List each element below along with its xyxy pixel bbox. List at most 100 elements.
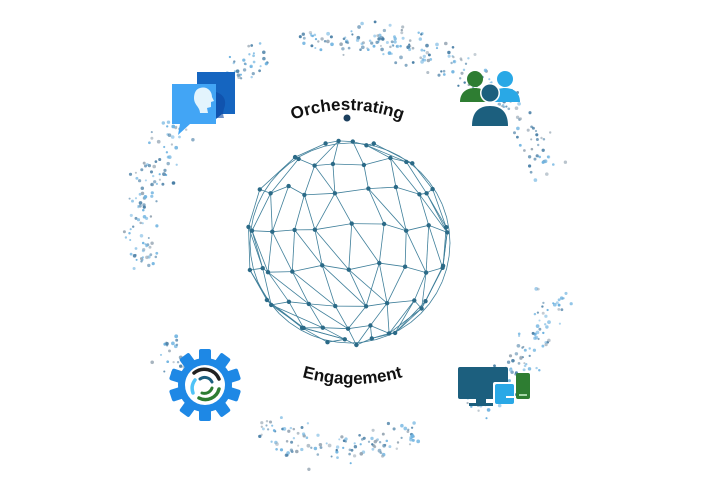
sphere-edge	[427, 193, 447, 227]
ring-dot	[547, 339, 551, 343]
ring-dot	[262, 57, 266, 61]
ring-dot	[371, 443, 373, 445]
ring-dot	[403, 427, 407, 431]
ring-dot	[374, 20, 377, 23]
ring-dot	[348, 47, 351, 50]
ring-dot	[370, 437, 373, 440]
ring-dot	[258, 69, 261, 72]
ring-dot	[535, 367, 537, 369]
ring-dot	[507, 107, 510, 110]
ring-dot	[528, 111, 531, 114]
ring-dot	[163, 169, 166, 172]
sphere-edge	[292, 272, 309, 304]
ring-dot	[375, 41, 378, 44]
ring-dot	[310, 447, 312, 449]
ring-dot	[380, 451, 383, 454]
sphere-node	[444, 225, 448, 229]
sphere-edge	[252, 231, 268, 273]
sphere-edge	[292, 265, 322, 271]
ring-dot	[155, 160, 158, 163]
sphere-edge	[379, 224, 384, 263]
ring-dot	[511, 359, 514, 362]
ring-dot	[253, 52, 255, 54]
ring-dot	[171, 125, 175, 129]
sphere-edge	[419, 194, 428, 225]
ring-dot	[450, 62, 452, 64]
sphere-edge	[271, 172, 280, 182]
ring-dot	[280, 416, 283, 419]
sphere-edge	[302, 328, 327, 342]
sphere-edge	[396, 187, 406, 231]
sphere-edge	[295, 195, 305, 230]
ring-dot	[129, 173, 132, 176]
ring-dot	[148, 237, 150, 239]
sphere-edge	[304, 193, 335, 195]
sphere-edge	[315, 230, 322, 266]
ring-dot	[537, 288, 540, 291]
sphere-edge	[429, 293, 436, 304]
ring-dot	[519, 356, 522, 359]
ring-dot	[518, 362, 521, 365]
sphere-edge	[312, 335, 324, 339]
ring-dot	[353, 454, 356, 457]
ring-dot	[467, 57, 469, 59]
sphere-edge	[268, 232, 272, 273]
ring-dot	[341, 47, 344, 50]
ring-dot	[515, 352, 518, 355]
ring-dot	[372, 429, 375, 432]
sphere-edge	[421, 172, 430, 182]
sphere-node	[366, 186, 370, 190]
sphere-node	[312, 163, 316, 167]
ring-dot	[516, 127, 520, 131]
ring-dot	[320, 37, 323, 40]
ring-dot	[457, 85, 459, 87]
ring-dot	[427, 59, 430, 62]
ring-dot	[536, 324, 540, 328]
ring-dot	[502, 104, 504, 106]
ring-dot	[519, 117, 522, 120]
sphere-edge	[299, 159, 315, 166]
ring-dot	[348, 453, 351, 456]
ring-dot	[416, 440, 420, 444]
sphere-node	[333, 304, 337, 308]
ring-dot	[243, 68, 246, 71]
sphere-edge	[370, 303, 387, 325]
ring-dot	[477, 410, 479, 412]
ring-dot	[135, 254, 137, 256]
ring-dot	[459, 77, 461, 79]
ring-dot	[310, 44, 313, 47]
ring-dot	[342, 447, 344, 449]
ring-dot	[382, 433, 385, 436]
ring-dot	[265, 424, 267, 426]
ring-dot	[130, 228, 132, 230]
ring-dot	[144, 195, 148, 199]
ring-dot	[525, 363, 527, 365]
ring-dot	[523, 368, 526, 371]
ring-dot	[528, 155, 531, 158]
ring-dot	[400, 31, 403, 34]
sphere-edge	[258, 281, 264, 293]
ring-dot	[143, 215, 147, 219]
devices-icon	[458, 367, 530, 406]
ring-dot	[269, 420, 272, 423]
sphere-node	[336, 139, 340, 143]
sphere-node	[325, 340, 329, 344]
ring-dot	[338, 438, 340, 440]
sphere-edge	[387, 267, 405, 304]
sphere-edge	[295, 143, 326, 157]
sphere-node	[385, 301, 389, 305]
sphere-node	[346, 327, 350, 331]
ring-dot	[248, 53, 250, 55]
ring-dot	[547, 320, 551, 324]
sphere-edge	[368, 189, 406, 231]
ring-dot	[141, 186, 145, 190]
sphere-node	[270, 230, 274, 234]
sphere-edge	[304, 328, 345, 339]
sphere-node	[372, 141, 376, 145]
ring-dot	[400, 424, 404, 428]
gear-icon	[169, 349, 241, 421]
ring-dot	[155, 256, 158, 259]
sphere-node	[404, 160, 408, 164]
ring-dot	[261, 426, 263, 428]
sphere-edge	[309, 304, 323, 328]
